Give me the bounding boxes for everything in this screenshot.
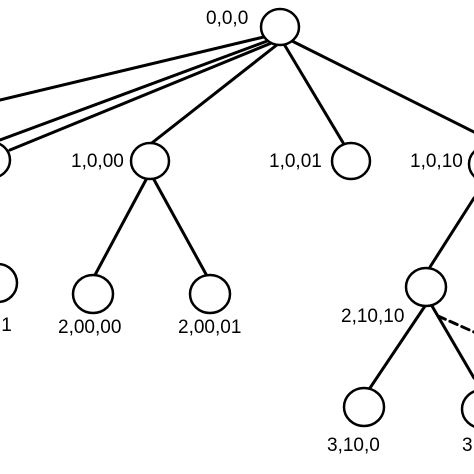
edge-2-10-10-to-3-10-0 (368, 304, 427, 390)
edge-1-0-00-to-2-00-00 (93, 174, 150, 277)
node-1-0-00 (129, 141, 171, 181)
label-1-0-10: 1,0,10 (410, 151, 463, 172)
edge-1-0-10-to-2-10-10 (428, 196, 474, 269)
node-2-00-01 (188, 273, 232, 315)
label-3-10-0: 3,10,0 (327, 435, 380, 456)
node-1-0-01 (330, 141, 372, 181)
label-left-cut-child: ,1 (0, 315, 12, 336)
edge-root-to-1-0-01 (282, 42, 347, 148)
dashed-edge-2-10-10 (436, 314, 474, 334)
node-3-10-0 (342, 386, 386, 428)
edge-root-to-left-cut-b (0, 38, 272, 142)
label-1-0-00: 1,0,00 (71, 151, 124, 172)
label-1-0-01: 1,0,01 (269, 151, 322, 172)
label-2-00-00: 2,00,00 (58, 317, 121, 338)
label-root: 0,0,0 (206, 8, 248, 29)
node-right-cut-child (460, 390, 474, 428)
edge-1-0-00-to-2-00-01 (150, 174, 209, 278)
node-2-10-10 (404, 266, 448, 308)
labels: 0,0,0 1,0,00 1,0,01 1,0,10 ,1 2,00,00 2,… (0, 8, 473, 456)
edge-root-to-1-0-00 (146, 42, 280, 148)
edge-root-to-left-cut-c (8, 40, 276, 152)
node-1-0-10-cut (467, 150, 474, 178)
edges (0, 34, 474, 390)
label-right-cut-child: 3 (462, 435, 473, 456)
label-2-10-10: 2,10,10 (341, 306, 404, 327)
node-left-cut (0, 142, 12, 178)
node-left-cut-child (0, 262, 19, 304)
node-root (259, 7, 301, 47)
edge-root-to-1-0-10 (288, 38, 474, 134)
nodes (0, 7, 474, 428)
node-2-00-00 (71, 273, 115, 315)
label-2-00-01: 2,00,01 (178, 317, 241, 338)
edge-root-to-left-cut-a (0, 34, 270, 102)
